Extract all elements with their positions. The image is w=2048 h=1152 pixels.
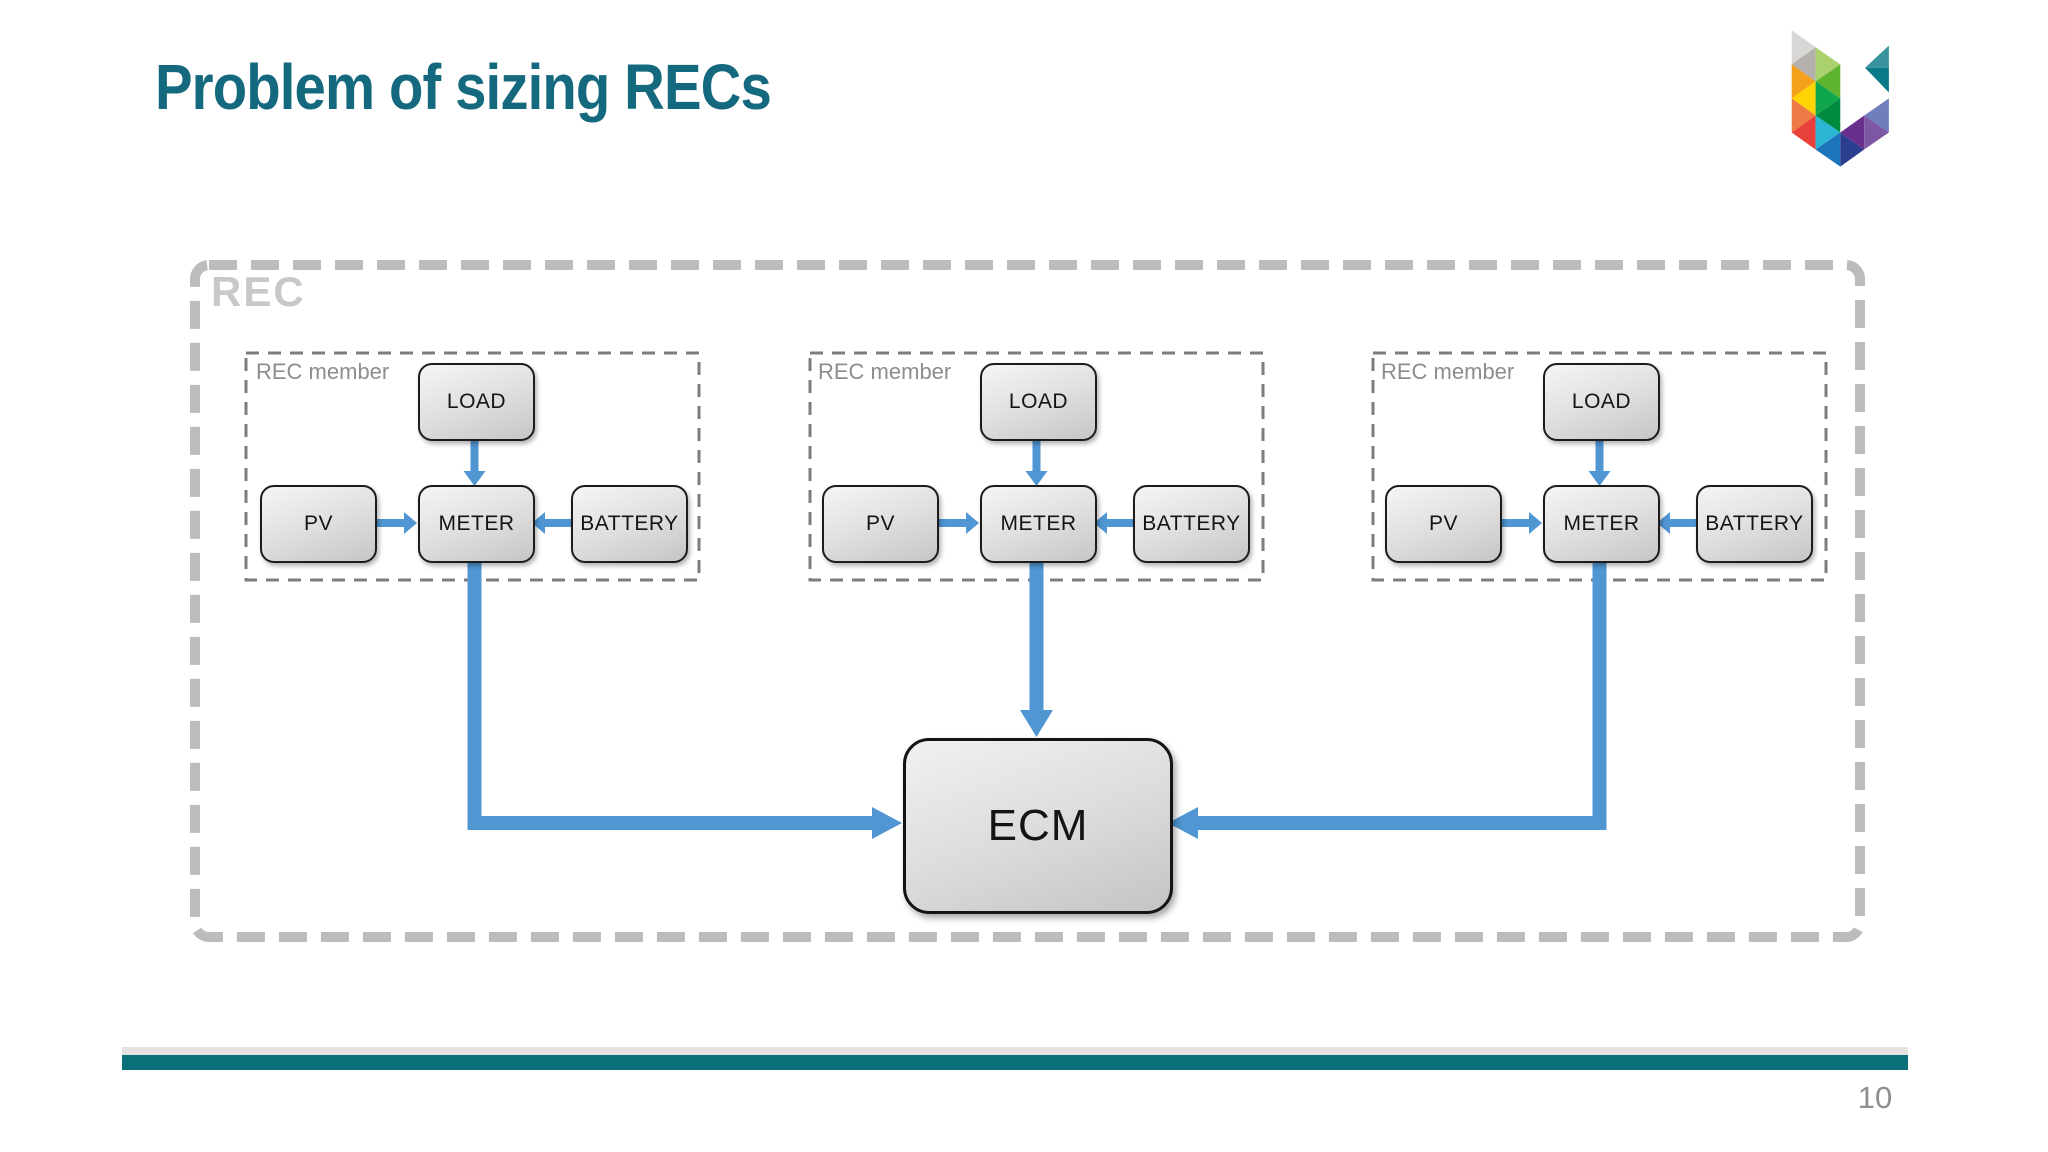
logo-triangle: [1815, 98, 1841, 133]
rec-dashed-border: [190, 260, 1865, 942]
node-battery-3: BATTERY: [1696, 485, 1813, 563]
logo-triangle: [1815, 115, 1841, 150]
node-pv-3: PV: [1385, 485, 1502, 563]
footer-accent-bar: [122, 1055, 1908, 1070]
node-pv-2: PV: [822, 485, 939, 563]
node-meter-3: METER: [1543, 485, 1660, 563]
logo-triangle: [1815, 132, 1841, 167]
logo-triangle: [1791, 30, 1816, 65]
node-pv-1: PV: [260, 485, 377, 563]
arrowhead-icon: [1657, 512, 1670, 534]
node-load-2: LOAD: [980, 363, 1097, 441]
arrowhead-icon: [1588, 471, 1611, 486]
rec-group-label: REC: [211, 268, 306, 315]
logo-triangle: [1864, 98, 1889, 133]
arrows: [375, 437, 1696, 839]
logo-triangle: [1815, 64, 1841, 99]
node-battery-1: BATTERY: [571, 485, 688, 563]
arrowhead-icon: [1025, 471, 1048, 486]
member-2-label: REC member: [818, 359, 952, 384]
node-meter-1: METER: [418, 485, 535, 563]
logo-triangle: [1791, 115, 1816, 150]
arrowhead-icon: [1168, 807, 1198, 839]
arrowhead-icon: [1094, 512, 1107, 534]
logo-triangle: [1791, 47, 1816, 82]
node-battery-2: BATTERY: [1133, 485, 1250, 563]
arrowhead-icon: [966, 512, 979, 534]
arrowhead-icon: [1529, 512, 1542, 534]
ecm-box: ECM: [903, 738, 1173, 914]
logo-triangle: [1815, 81, 1841, 116]
connector-meter3-to-ecm: [1198, 559, 1607, 830]
logo-triangle: [1791, 81, 1816, 116]
logo-triangle: [1815, 47, 1841, 82]
arrowhead-icon: [404, 512, 417, 534]
logo-triangle: [1791, 64, 1816, 99]
member-1-label: REC member: [256, 359, 390, 384]
page-number: 10: [1857, 1080, 1893, 1115]
triangle-mosaic-logo-icon: [1791, 30, 1889, 167]
arrowhead-icon: [532, 512, 545, 534]
node-meter-2: METER: [980, 485, 1097, 563]
footer-divider: [122, 1047, 1908, 1055]
arrowhead-icon: [872, 807, 902, 839]
connector-meter1-to-ecm: [467, 559, 872, 830]
page-title: Problem of sizing RECs: [155, 51, 772, 123]
member-3-label: REC member: [1381, 359, 1515, 384]
node-load-3: LOAD: [1543, 363, 1660, 441]
logo-triangle: [1840, 132, 1865, 167]
arrowhead-icon: [1020, 710, 1053, 737]
logo-triangle: [1864, 115, 1889, 150]
logo-triangle: [1840, 115, 1865, 150]
logo-triangle: [1791, 98, 1816, 133]
node-load-1: LOAD: [418, 363, 535, 441]
arrowhead-icon: [463, 471, 486, 486]
